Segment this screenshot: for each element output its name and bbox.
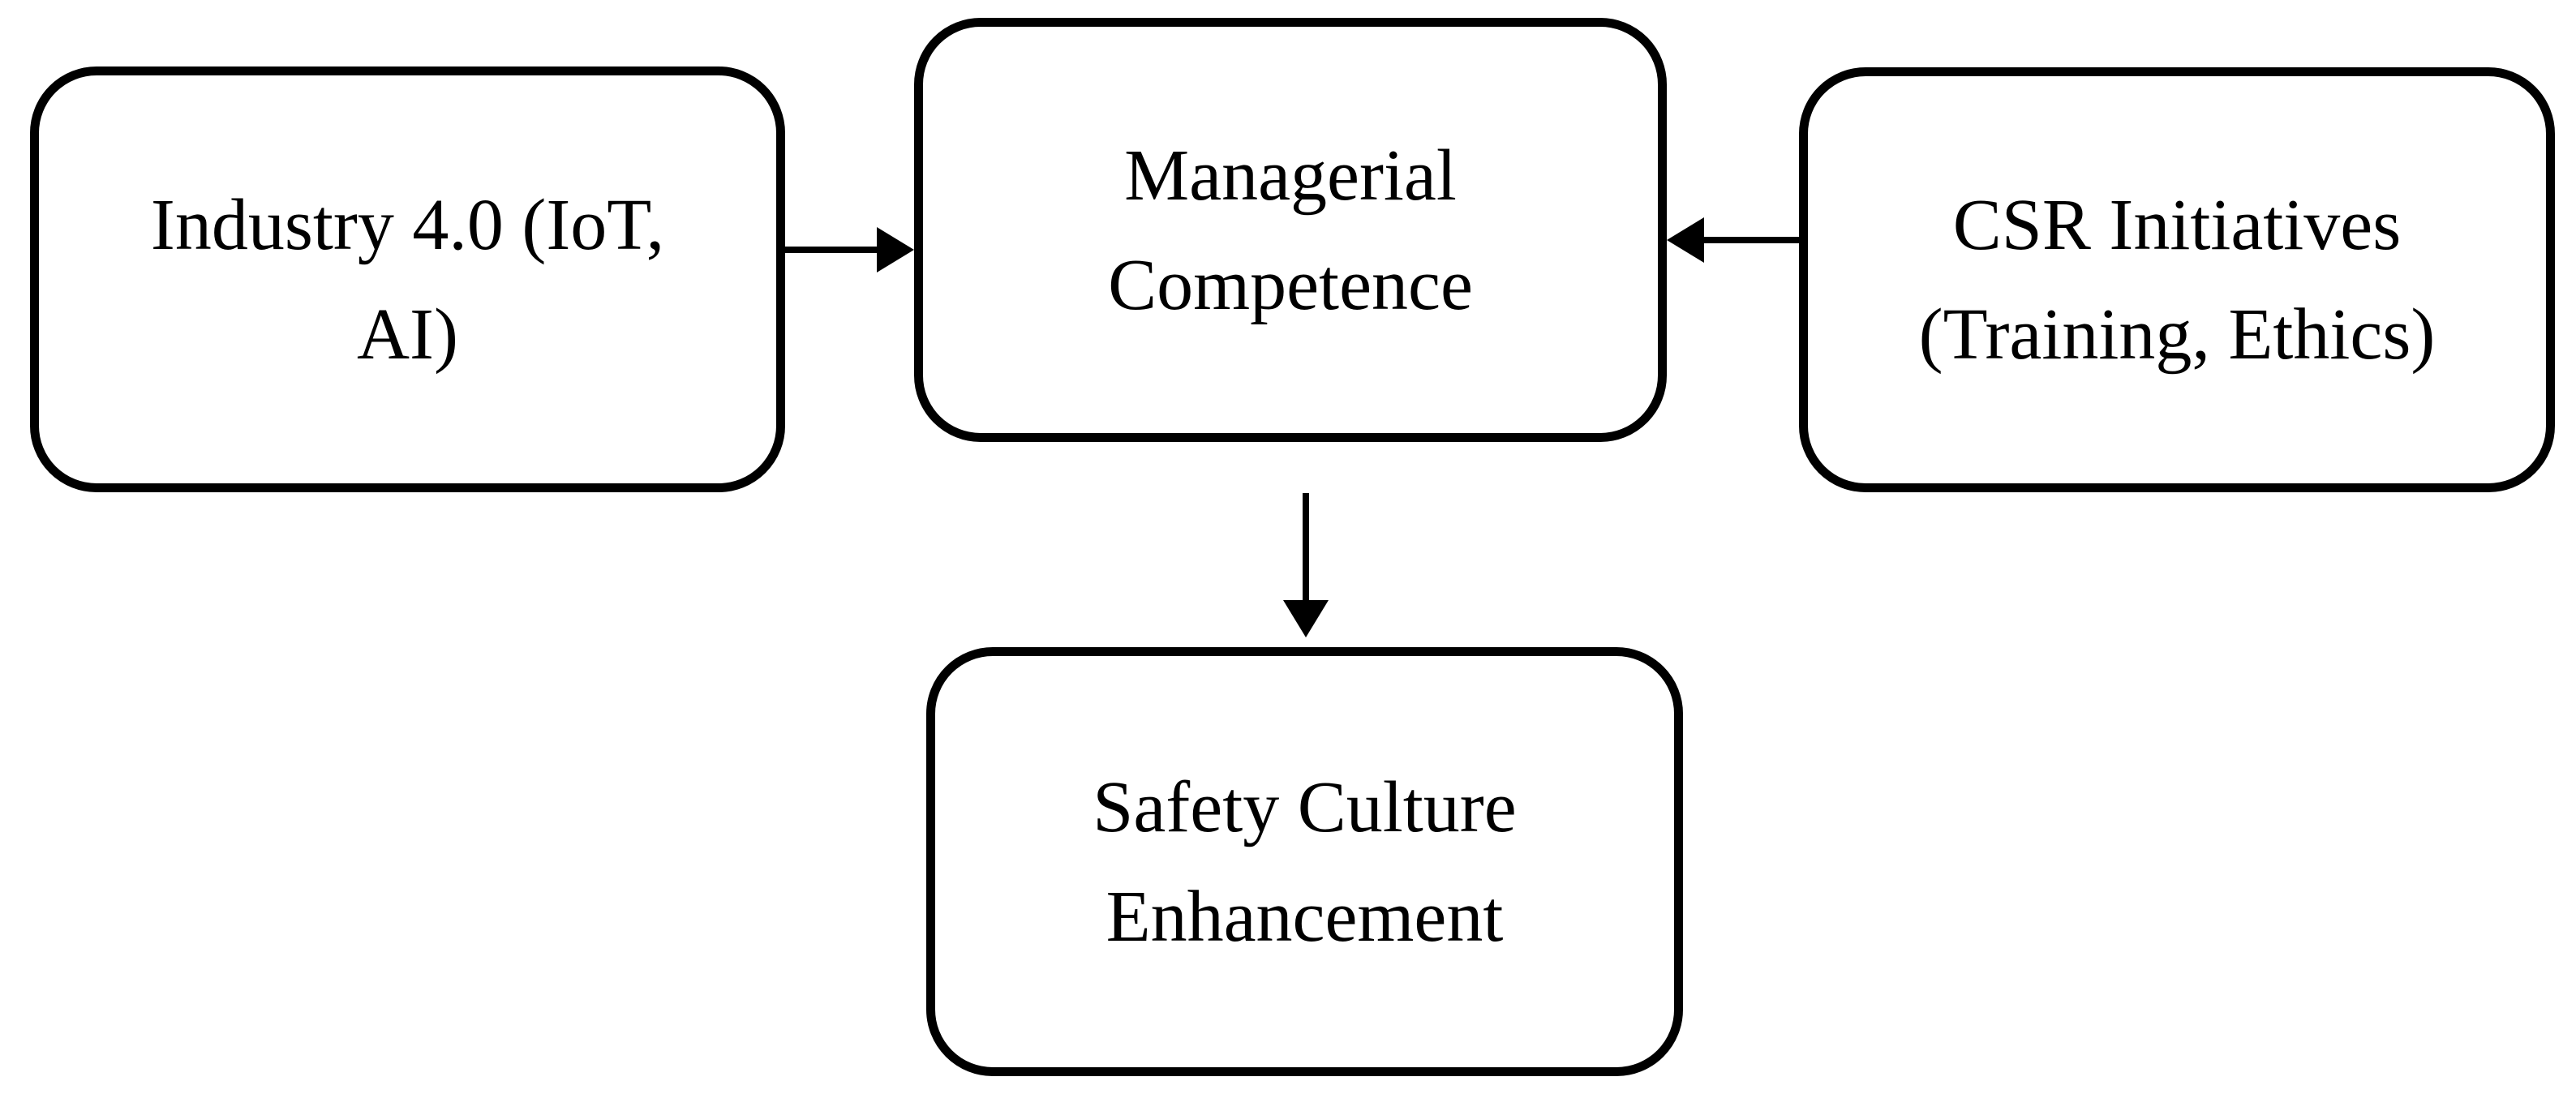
node-industry-label-line1: Industry 4.0 (IoT,	[150, 184, 665, 265]
node-safety-label-line1: Safety Culture	[1093, 766, 1517, 847]
node-safety-label-line2: Enhancement	[1106, 876, 1504, 957]
node-csr-initiatives: CSR Initiatives (Training, Ethics)	[1799, 67, 2555, 492]
node-csr-label-line2: (Training, Ethics)	[1918, 294, 2436, 375]
arrow-industry-to-managerial	[785, 227, 914, 272]
node-industry-label-line2: AI)	[357, 294, 458, 375]
node-managerial-label-line2: Competence	[1108, 244, 1473, 325]
node-managerial-competence: Managerial Competence	[914, 18, 1667, 442]
node-industry-4-0: Industry 4.0 (IoT, AI)	[30, 66, 785, 492]
arrow-managerial-to-safety	[1283, 493, 1329, 637]
node-csr-label-line1: CSR Initiatives	[1952, 185, 2402, 265]
arrow-csr-to-managerial	[1667, 217, 1799, 263]
node-safety-culture: Safety Culture Enhancement	[926, 647, 1683, 1076]
node-managerial-label-line1: Managerial	[1124, 135, 1457, 216]
